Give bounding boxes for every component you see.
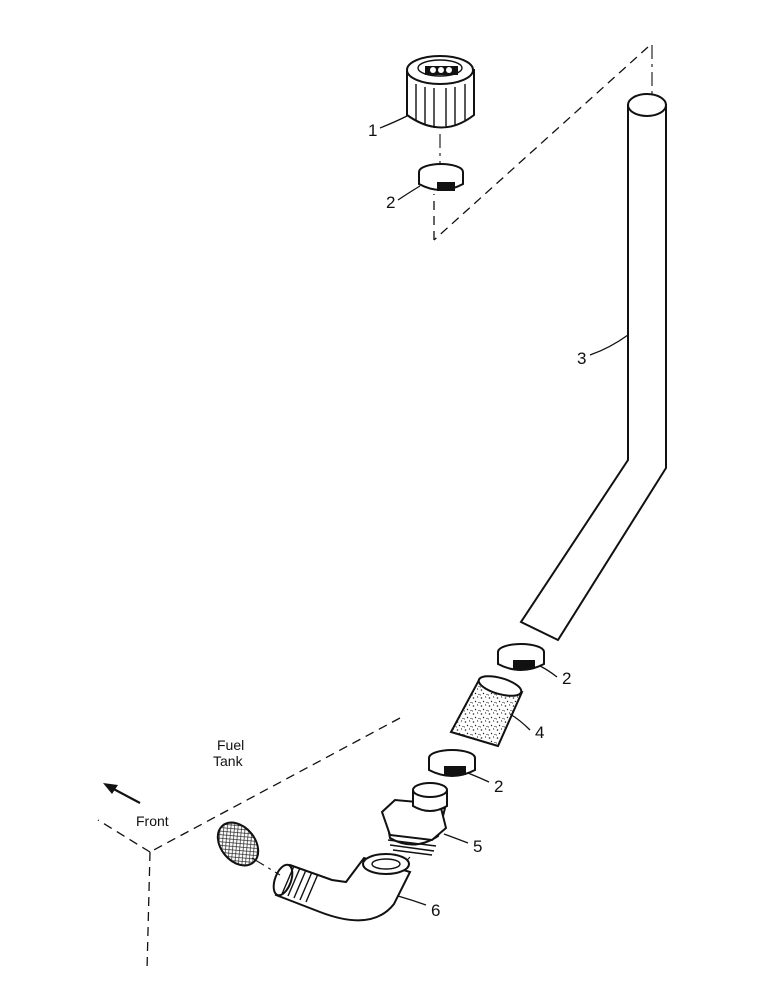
callout-2-lower: 2 [494, 777, 503, 796]
fuel-tank-label: Fuel Tank [213, 737, 244, 769]
tank-label: Tank [213, 753, 244, 769]
front-label: Front [136, 813, 169, 829]
front-arrowhead-icon [103, 783, 118, 794]
callout-6: 6 [431, 901, 440, 920]
part-2-hose-clamp-upper [497, 643, 545, 671]
leader-lines [379, 115, 629, 906]
filler-neck-outline [433, 45, 653, 241]
front-direction-indicator: Front [103, 783, 169, 829]
part-2-hose-clamp-top [418, 163, 464, 191]
callout-1: 1 [368, 121, 377, 140]
part-2-hose-clamp-lower [428, 749, 476, 777]
fuel-tank-outline [97, 717, 401, 971]
part-1-filler-cap [406, 55, 475, 129]
part-4-rubber-hose [449, 675, 524, 748]
callout-2-upper: 2 [562, 669, 571, 688]
callout-4: 4 [535, 723, 544, 742]
callout-5: 5 [473, 837, 482, 856]
callout-2-top: 2 [386, 193, 395, 212]
callout-3: 3 [577, 349, 586, 368]
strainer-mesh [216, 821, 260, 867]
part-3-filler-pipe [519, 93, 667, 642]
part-5-adaptor [380, 782, 448, 856]
fuel-label: Fuel [217, 737, 244, 753]
part-6-elbow [272, 853, 412, 922]
